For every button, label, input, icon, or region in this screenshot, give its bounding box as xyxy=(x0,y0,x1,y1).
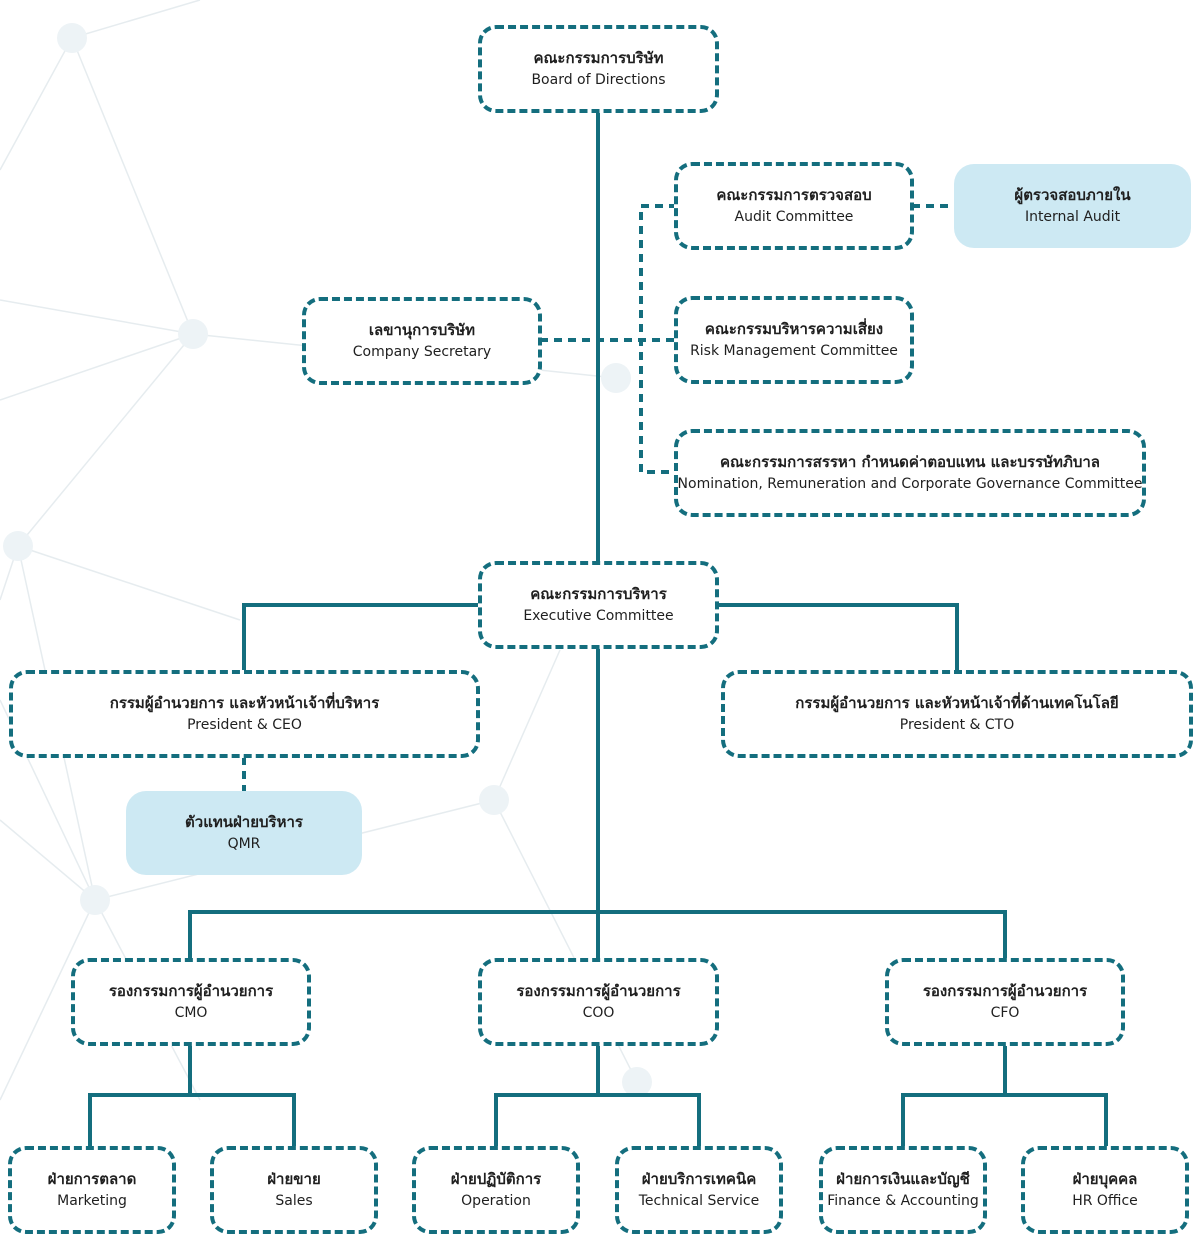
executive-to-ceo-line xyxy=(242,603,482,674)
technical-service-thai-label: ฝ่ายบริการเทคนิค xyxy=(641,1169,757,1188)
audit-committee-thai-label: คณะกรรมการตรวจสอบ xyxy=(716,185,872,204)
coo-thai-label: รองกรรมการผู้อำนวยการ xyxy=(516,981,681,1000)
board-of-directions-box: คณะกรรมการบริษัท Board of Directions xyxy=(478,25,719,113)
operation-thai-label: ฝ่ายปฏิบัติการ xyxy=(450,1169,542,1188)
risk-committee-english-label: Risk Management Committee xyxy=(690,342,898,359)
company-secretary-box: เลขานุการบริษัท Company Secretary xyxy=(302,297,542,385)
hr-office-box: ฝ่ายบุคคล HR Office xyxy=(1021,1146,1189,1234)
president-ceo-box: กรรมผู้อำนวยการ และหัวหน้าเจ้าที่บริหาร … xyxy=(9,670,480,758)
nomination-committee-english-label: Nomination, Remuneration and Corporate G… xyxy=(677,475,1143,492)
president-ceo-thai-label: กรรมผู้อำนวยการ และหัวหน้าเจ้าที่บริหาร xyxy=(109,693,380,712)
hr-english-label: HR Office xyxy=(1072,1192,1138,1209)
president-cto-box: กรรมผู้อำนวยการ และหัวหน้าเจ้าที่ด้านเทค… xyxy=(721,670,1193,758)
risk-management-committee-box: คณะกรรมบริหารความเสี่ยง Risk Management … xyxy=(674,296,914,384)
president-ceo-english-label: President & CEO xyxy=(187,716,302,733)
president-cto-thai-label: กรรมผู้อำนวยการ และหัวหน้าเจ้าที่ด้านเทค… xyxy=(795,693,1119,712)
coo-box: รองกรรมการผู้อำนวยการ COO xyxy=(478,958,719,1046)
committees-dashed-bracket xyxy=(639,204,677,474)
executive-committee-box: คณะกรรมการบริหาร Executive Committee xyxy=(478,561,719,649)
risk-committee-thai-label: คณะกรรมบริหารความเสี่ยง xyxy=(704,319,884,338)
cmo-thai-label: รองกรรมการผู้อำนวยการ xyxy=(108,981,274,1000)
qmr-thai-label: ตัวแทนฝ่ายบริหาร xyxy=(185,812,303,831)
hr-thai-label: ฝ่ายบุคคล xyxy=(1072,1169,1138,1188)
nomination-committee-box: คณะกรรมการสรรหา กำหนดค่าตอบแทน และบรรษัท… xyxy=(674,429,1146,517)
nomination-committee-thai-label: คณะกรรมการสรรหา กำหนดค่าตอบแทน และบรรษัท… xyxy=(720,452,1100,471)
company-secretary-thai-label: เลขานุการบริษัท xyxy=(368,320,476,339)
board-thai-label: คณะกรรมการบริษัท xyxy=(533,48,664,67)
executive-committee-english-label: Executive Committee xyxy=(523,607,674,624)
cfo-thai-label: รองกรรมการผู้อำนวยการ xyxy=(922,981,1088,1000)
president-cto-english-label: President & CTO xyxy=(899,716,1015,733)
finance-accounting-box: ฝ่ายการเงินและบัญชี Finance & Accounting xyxy=(819,1146,987,1234)
audit-committee-box: คณะกรรมการตรวจสอบ Audit Committee xyxy=(674,162,914,250)
executive-to-cto-line xyxy=(716,603,959,674)
sales-thai-label: ฝ่ายขาย xyxy=(267,1169,321,1188)
technical-service-box: ฝ่ายบริการเทคนิค Technical Service xyxy=(615,1146,783,1234)
marketing-english-label: Marketing xyxy=(57,1192,127,1209)
marketing-box: ฝ่ายการตลาด Marketing xyxy=(8,1146,176,1234)
technical-service-english-label: Technical Service xyxy=(638,1192,760,1209)
marketing-thai-label: ฝ่ายการตลาด xyxy=(47,1169,137,1188)
cfo-box: รองกรรมการผู้อำนวยการ CFO xyxy=(885,958,1125,1046)
finance-english-label: Finance & Accounting xyxy=(827,1192,979,1209)
cmo-box: รองกรรมการผู้อำนวยการ CMO xyxy=(71,958,311,1046)
audit-committee-english-label: Audit Committee xyxy=(734,208,854,225)
operation-box: ฝ่ายปฏิบัติการ Operation xyxy=(412,1146,580,1234)
sales-english-label: Sales xyxy=(275,1192,313,1209)
internal-audit-english-label: Internal Audit xyxy=(1024,208,1121,225)
executive-committee-thai-label: คณะกรรมการบริหาร xyxy=(530,584,667,603)
internal-audit-thai-label: ผู้ตรวจสอบภายใน xyxy=(1014,185,1131,204)
qmr-box: ตัวแทนฝ่ายบริหาร QMR xyxy=(126,791,362,875)
cfo-english-label: CFO xyxy=(990,1004,1020,1021)
company-secretary-english-label: Company Secretary xyxy=(352,343,492,360)
qmr-english-label: QMR xyxy=(227,835,261,852)
internal-audit-box: ผู้ตรวจสอบภายใน Internal Audit xyxy=(954,164,1191,248)
operation-english-label: Operation xyxy=(461,1192,531,1209)
finance-thai-label: ฝ่ายการเงินและบัญชี xyxy=(836,1169,970,1188)
board-english-label: Board of Directions xyxy=(531,71,666,88)
sales-box: ฝ่ายขาย Sales xyxy=(210,1146,378,1234)
cmo-english-label: CMO xyxy=(174,1004,208,1021)
coo-english-label: COO xyxy=(582,1004,615,1021)
